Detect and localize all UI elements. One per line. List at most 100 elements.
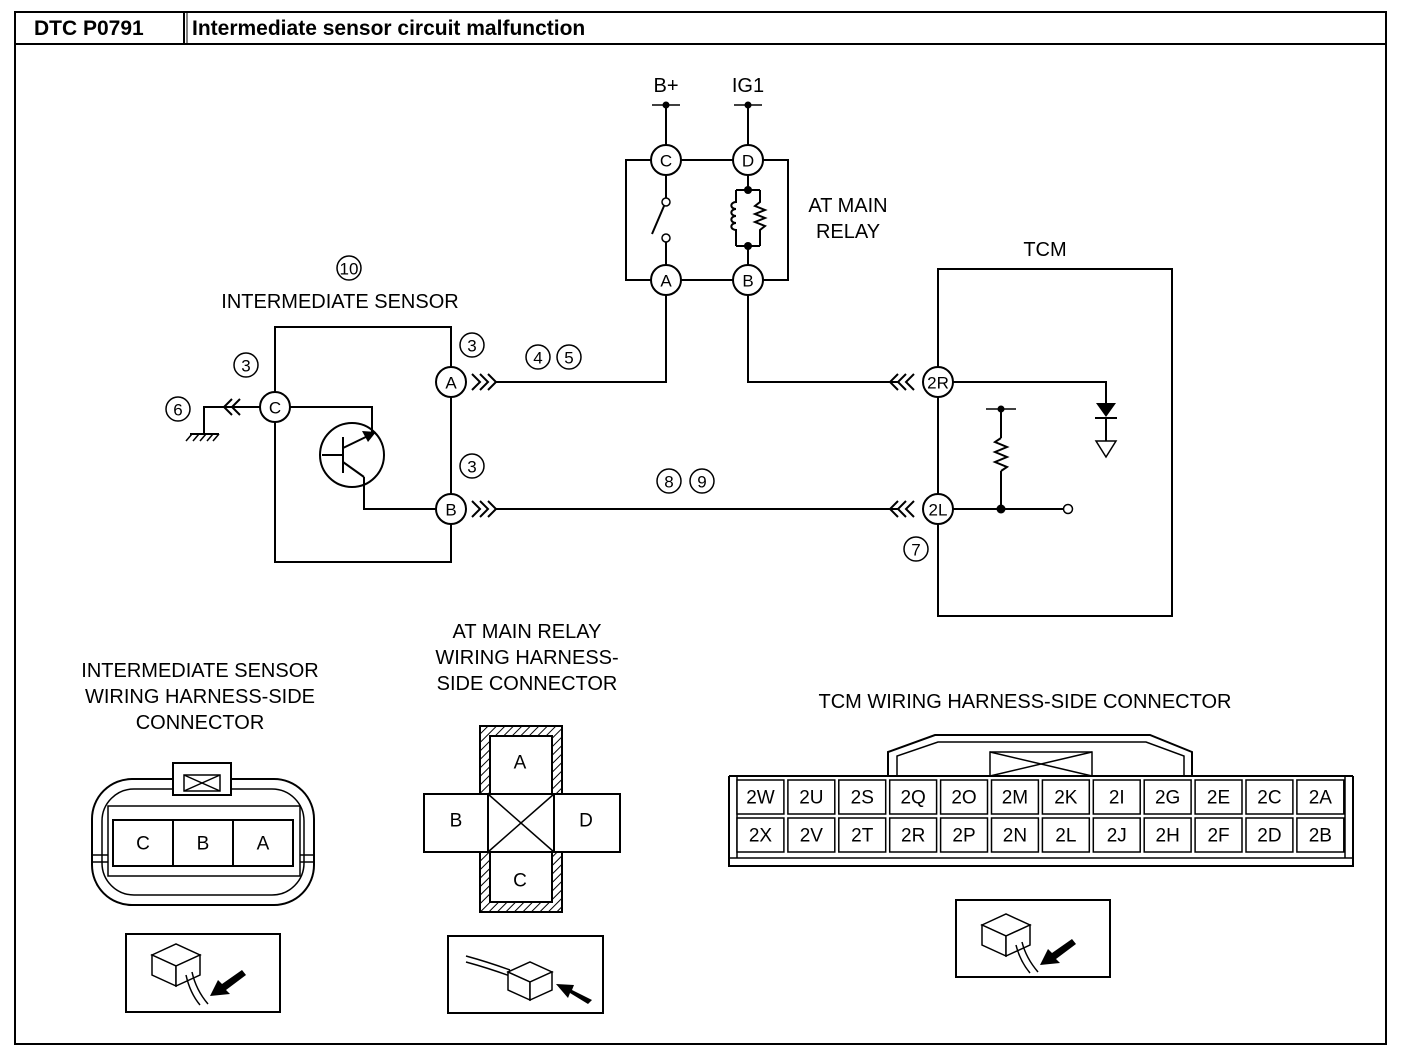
sensor-pin-c: C xyxy=(259,391,291,423)
callout-pin-b: 3 xyxy=(459,453,485,479)
callout-wire-a-2: 5 xyxy=(556,344,582,370)
tcm-pin-label: 2R xyxy=(901,826,925,847)
svg-text:8: 8 xyxy=(664,473,673,492)
callout-pin-a: 3 xyxy=(459,332,485,358)
tcm-pin-2r: 2R xyxy=(922,366,954,398)
tcm-pin-label: 2V xyxy=(800,826,824,847)
tcm-pin-cell xyxy=(1041,817,1091,853)
tcm-pin-label: 2T xyxy=(851,826,874,847)
relay-cell-b-label: B xyxy=(450,811,463,832)
svg-text:2L: 2L xyxy=(929,501,948,520)
svg-text:9: 9 xyxy=(697,473,706,492)
tcm-pin-cell xyxy=(736,779,785,815)
relay-cell-a-label: A xyxy=(514,753,527,774)
callout-wire-b-2: 9 xyxy=(689,468,715,494)
relay-connector-title-2: WIRING HARNESS- xyxy=(435,647,618,669)
tcm-pin-cell xyxy=(736,817,785,853)
wire-sensor-a-to-relay-a xyxy=(496,295,667,383)
sensor-label: INTERMEDIATE SENSOR xyxy=(221,291,458,313)
svg-text:3: 3 xyxy=(467,337,476,356)
at-main-relay: B+ IG1 AT MAIN RELAY C xyxy=(625,75,888,296)
wire-relay-b-to-tcm-2r xyxy=(747,295,898,383)
relay-label-line1: AT MAIN xyxy=(808,195,887,217)
page-frame xyxy=(14,11,1387,1045)
tcm-pin-cell xyxy=(939,817,989,853)
tcm-pin-cell xyxy=(1245,779,1294,815)
tcm-pin-cell xyxy=(990,779,1040,815)
tcm-pin-label: 2C xyxy=(1257,788,1281,809)
sensor-connector-title-3: CONNECTOR xyxy=(136,712,265,734)
svg-text:2R: 2R xyxy=(927,374,949,393)
tcm-pin-label: 2J xyxy=(1107,826,1127,847)
sensor-connector: INTERMEDIATE SENSOR WIRING HARNESS-SIDE … xyxy=(81,660,319,1013)
svg-text:C: C xyxy=(660,152,672,171)
svg-text:B: B xyxy=(197,834,210,855)
tcm-pin-cell xyxy=(1296,779,1345,815)
callout-sensor: 10 xyxy=(336,255,362,281)
tcm-pin-cell xyxy=(838,779,887,815)
tcm-pin-cell xyxy=(1092,817,1141,853)
svg-text:3: 3 xyxy=(241,357,250,376)
tcm-pin-label: 2A xyxy=(1309,788,1333,809)
svg-text:B: B xyxy=(742,272,753,291)
callout-wire-b-1: 8 xyxy=(656,468,682,494)
relay-connector: AT MAIN RELAY WIRING HARNESS- SIDE CONNE… xyxy=(423,621,621,1014)
supply-ig1-label: IG1 xyxy=(732,75,764,97)
svg-text:A: A xyxy=(445,374,457,393)
tcm-label: TCM xyxy=(1023,239,1066,261)
svg-text:A: A xyxy=(660,272,672,291)
tcm-pin-cell xyxy=(787,779,836,815)
tcm-pin-label: 2K xyxy=(1054,788,1078,809)
callout-ground: 6 xyxy=(165,396,191,422)
sensor-connector-title-2: WIRING HARNESS-SIDE xyxy=(85,686,315,708)
tcm-pin-label: 2X xyxy=(749,826,773,847)
tcm-pin-cell xyxy=(888,779,938,815)
relay-connector-title-3: SIDE CONNECTOR xyxy=(437,673,618,695)
sensor-cell-a xyxy=(232,819,294,867)
relay-connector-title-1: AT MAIN RELAY xyxy=(453,621,602,643)
tcm-pin-cell xyxy=(1296,817,1345,853)
tcm-pin-label: 2D xyxy=(1257,826,1281,847)
tcm-pin-cell xyxy=(1041,779,1091,815)
connector-view-icon xyxy=(955,899,1111,978)
svg-text:6: 6 xyxy=(173,401,182,420)
tcm-pin-label: 2P xyxy=(952,826,975,847)
tcm-pin-label: 2Q xyxy=(900,788,925,809)
tcm-module: TCM 2R 2L xyxy=(922,239,1173,617)
svg-text:10: 10 xyxy=(340,260,359,279)
header-bar: DTC P0791 Intermediate sensor circuit ma… xyxy=(14,11,1387,1045)
tcm-pin-cell xyxy=(1245,817,1294,853)
svg-text:B: B xyxy=(445,501,456,520)
sensor-pin-b: B xyxy=(435,493,467,525)
tcm-pin-label: 2S xyxy=(851,788,874,809)
tcm-pin-cell xyxy=(939,779,989,815)
svg-text:4: 4 xyxy=(533,349,542,368)
tcm-pin-cell xyxy=(1143,779,1192,815)
tcm-pin-label: 2F xyxy=(1207,826,1229,847)
callout-tcm: 7 xyxy=(903,536,929,562)
svg-text:3: 3 xyxy=(467,458,476,477)
tcm-pin-cell xyxy=(990,817,1040,853)
sensor-cell-b xyxy=(172,819,234,867)
tcm-pin-cell xyxy=(1092,779,1141,815)
callouts: 10 3 3 3 6 4 5 8 9 7 xyxy=(165,255,929,562)
relay-cell-c-label: C xyxy=(513,871,527,892)
connector-view-icon xyxy=(125,933,281,1013)
relay-pin-d: D xyxy=(732,144,764,176)
tcm-connector-title: TCM WIRING HARNESS-SIDE CONNECTOR xyxy=(819,691,1232,713)
tcm-pin-cell xyxy=(787,817,836,853)
relay-pin-c: C xyxy=(650,144,682,176)
relay-cell-a xyxy=(489,735,553,795)
tcm-pin-cell xyxy=(1143,817,1192,853)
relay-pin-a: A xyxy=(650,264,682,296)
relay-label-line2: RELAY xyxy=(816,221,880,243)
relay-pin-b: B xyxy=(732,264,764,296)
dtc-title: Intermediate sensor circuit malfunction xyxy=(192,17,585,40)
tcm-pin-label: 2E xyxy=(1207,788,1230,809)
dtc-code: DTC P0791 xyxy=(34,17,144,40)
tcm-pin-label: 2N xyxy=(1003,826,1027,847)
tcm-pin-label: 2H xyxy=(1156,826,1180,847)
tcm-pin-2l: 2L xyxy=(922,493,954,525)
